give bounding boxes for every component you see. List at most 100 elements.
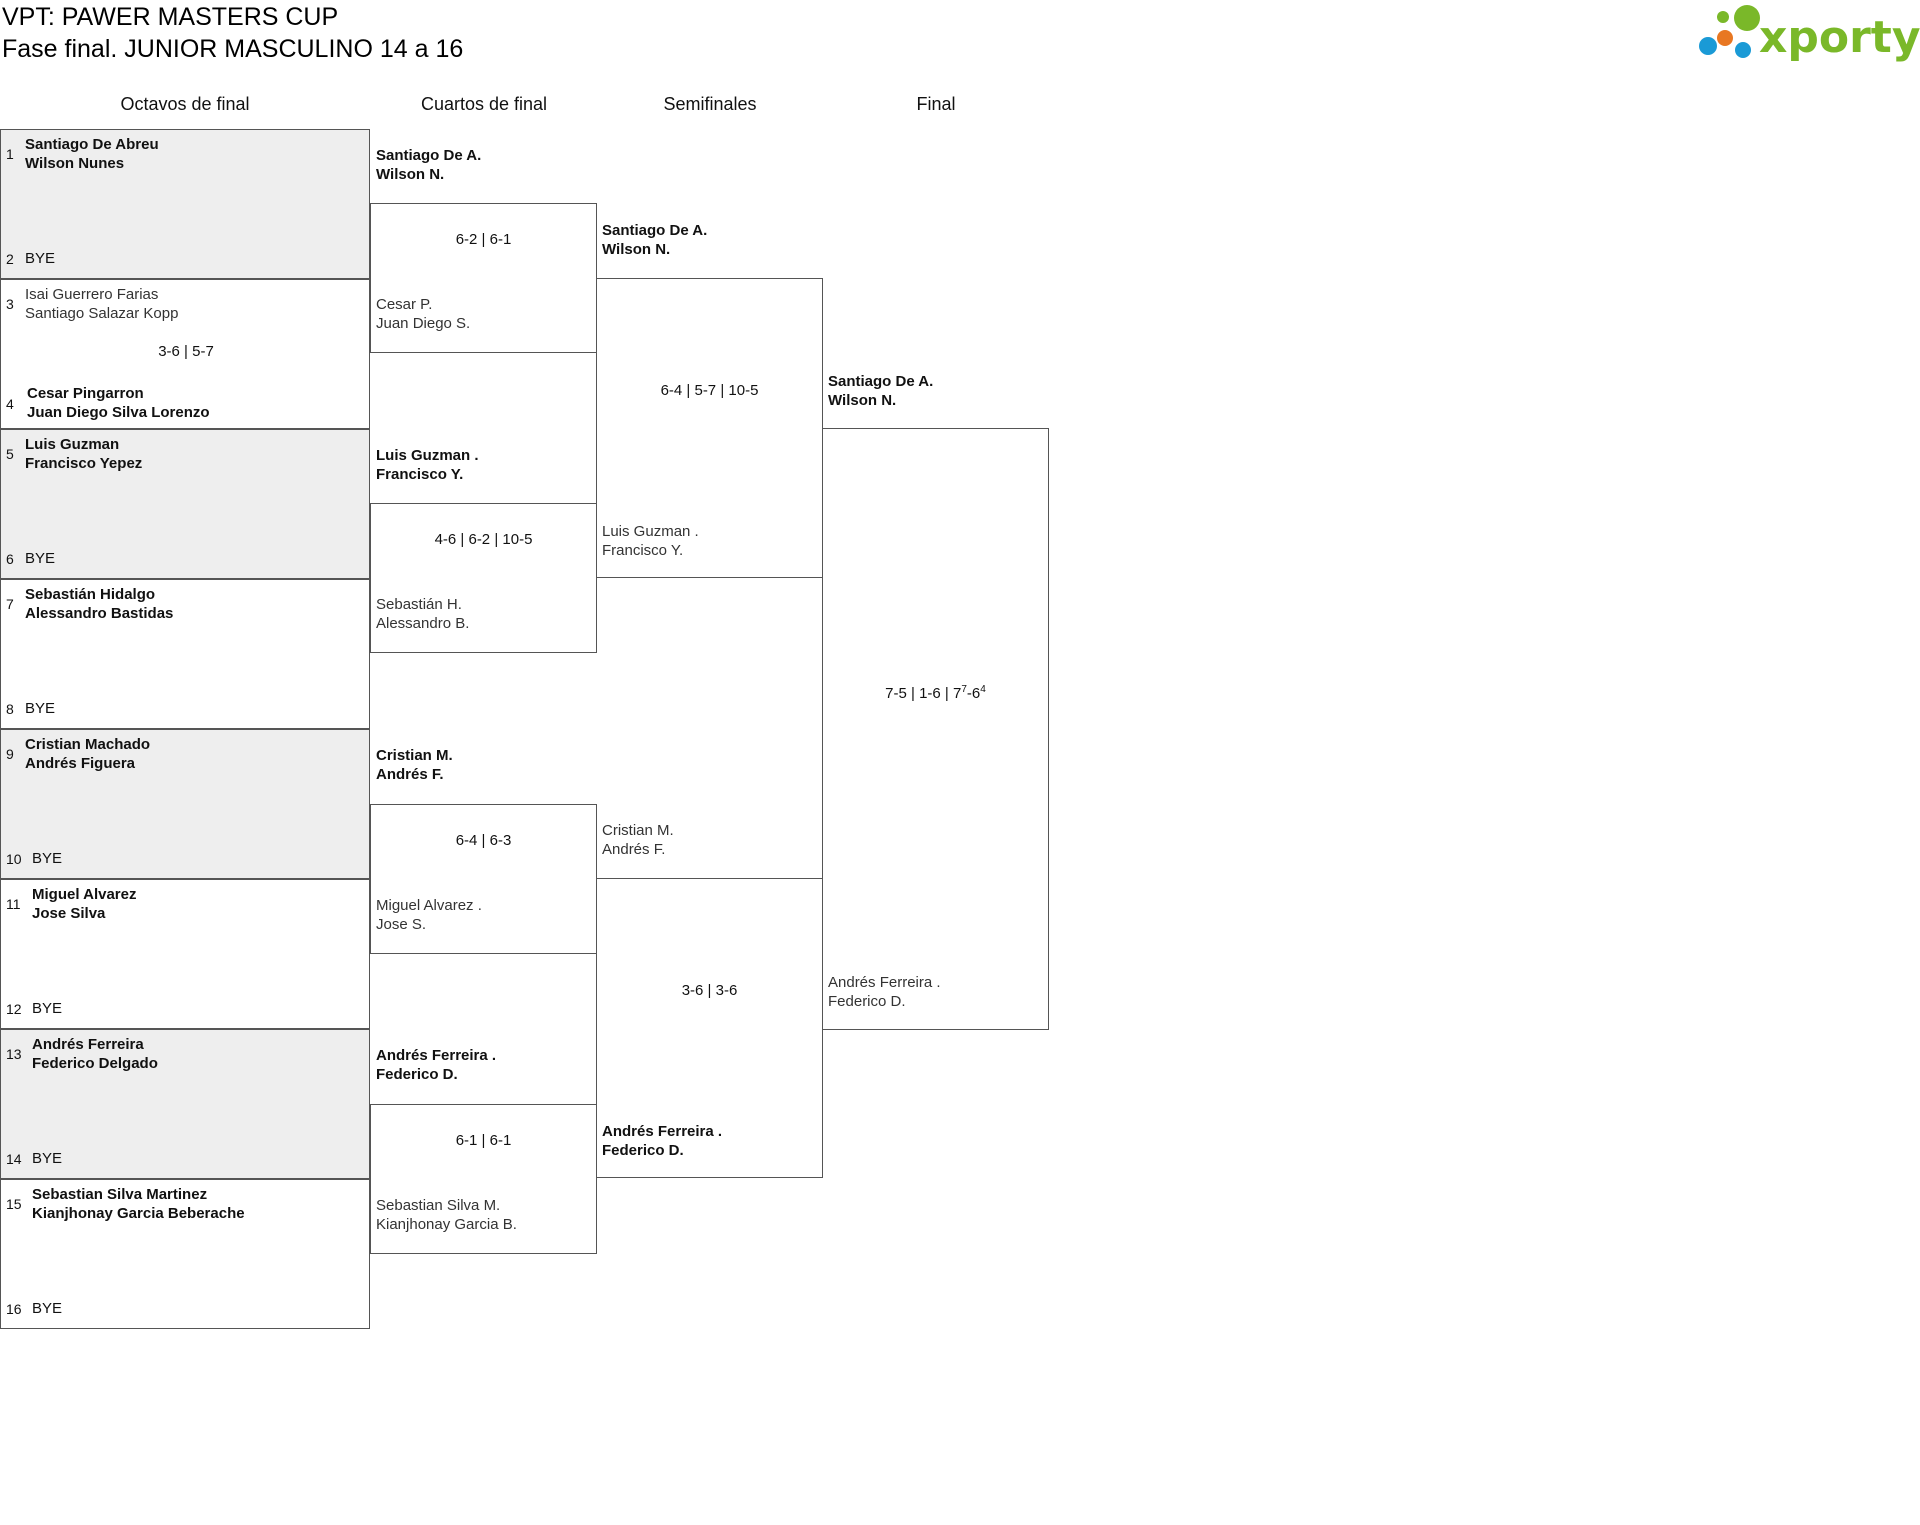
sf-top-player-1: Cristian M.: [602, 822, 674, 839]
svg-text:xporty: xporty: [1759, 12, 1920, 63]
team-top-player-1: Andrés Ferreira: [32, 1036, 144, 1053]
team-bottom-player-1: Cesar Pingarron: [27, 385, 144, 402]
seed-number: 4: [6, 396, 14, 412]
qf-winner-player-1: Andrés Ferreira .: [376, 1047, 497, 1064]
team-top-player-2: Andrés Figuera: [25, 755, 136, 772]
qf-loser-player-1: Miguel Alvarez .: [376, 897, 482, 914]
seed-number: 6: [6, 551, 14, 567]
seed-number: 7: [6, 596, 14, 612]
team-top-player-1: Cristian Machado: [25, 736, 151, 753]
qf-winner-player-1: Cristian M.: [376, 747, 453, 764]
bye-label: BYE: [25, 550, 56, 567]
bye-label: BYE: [25, 700, 56, 717]
bye-label: BYE: [32, 1150, 63, 1167]
bye-label: BYE: [32, 1000, 63, 1017]
team-top-player-1: Sebastián Hidalgo: [25, 586, 156, 603]
round-label-octavos: Octavos de final: [120, 94, 250, 114]
sf-score: 6-4 | 5-7 | 10-5: [660, 382, 759, 399]
page-title: VPT: PAWER MASTERS CUP: [2, 3, 339, 31]
match-final[interactable]: [822, 428, 1049, 1030]
seed-number: 9: [6, 746, 14, 762]
match-cuartos-2[interactable]: [370, 503, 597, 653]
sf-bottom-player-2: Federico D.: [602, 1142, 684, 1159]
qf-loser-player-1: Sebastian Silva M.: [376, 1197, 501, 1214]
qf-winner-player-2: Federico D.: [376, 1066, 458, 1083]
team-top-player-2: Federico Delgado: [32, 1055, 158, 1072]
team-top-player-2: Wilson Nunes: [25, 155, 125, 172]
seed-number: 15: [6, 1196, 22, 1212]
qf-score: 4-6 | 6-2 | 10-5: [434, 531, 533, 548]
round-label-cuartos: Cuartos de final: [420, 94, 548, 114]
match-score: 3-6 | 5-7: [158, 343, 214, 360]
sf-bottom-player-1: Luis Guzman .: [602, 523, 699, 540]
bye-label: BYE: [25, 250, 56, 267]
team-top-player-2: Jose Silva: [32, 905, 106, 922]
qf-winner-player-1: Luis Guzman .: [376, 447, 479, 464]
qf-loser-player-1: Sebastián H.: [376, 596, 462, 613]
team-bottom-player-2: Juan Diego Silva Lorenzo: [27, 404, 210, 421]
team-top-player-1: Miguel Alvarez: [32, 886, 137, 903]
page-subtitle: Fase final. JUNIOR MASCULINO 14 a 16: [2, 35, 464, 63]
team-top-player-1: Santiago De Abreu: [25, 136, 159, 153]
qf-loser-player-2: Juan Diego S.: [376, 315, 471, 332]
qf-loser-player-2: Kianjhonay Garcia B.: [376, 1216, 517, 1233]
bye-label: BYE: [32, 1300, 63, 1317]
seed-number: 3: [6, 296, 14, 312]
sf-top-player-2: Andrés F.: [602, 841, 666, 858]
team-top-player-1: Luis Guzman: [25, 436, 120, 453]
seed-number: 1: [6, 146, 14, 162]
seed-number: 2: [6, 251, 14, 267]
qf-winner-player-2: Andrés F.: [376, 766, 444, 783]
xporty-logo[interactable]: xporty: [1695, 0, 1920, 72]
qf-score: 6-1 | 6-1: [455, 1132, 512, 1149]
team-top-player-2: Kianjhonay Garcia Beberache: [32, 1205, 245, 1222]
qf-score: 6-4 | 6-3: [455, 832, 512, 849]
qf-loser-player-2: Alessandro B.: [376, 615, 470, 632]
final-score-main: 7-5 | 1-6 | 7: [885, 685, 962, 702]
final-top-player-1: Santiago De A.: [828, 373, 934, 390]
seed-number: 10: [6, 851, 22, 867]
qf-loser-player-2: Jose S.: [376, 916, 427, 933]
seed-number: 5: [6, 446, 14, 462]
round-label-final: Final: [916, 94, 956, 114]
final-bottom-player-2: Federico D.: [828, 993, 906, 1010]
final-score: 7-5 | 1-6 | 77-64: [822, 684, 1049, 702]
qf-score: 6-2 | 6-1: [455, 231, 512, 248]
qf-winner-player-2: Wilson N.: [376, 166, 445, 183]
team-top-player-2: Francisco Yepez: [25, 455, 143, 472]
seed-number: 12: [6, 1001, 22, 1017]
team-top-player-1: Sebastian Silva Martinez: [32, 1186, 208, 1203]
seed-number: 11: [6, 896, 21, 912]
final-tiebreak-1: 7: [961, 684, 967, 695]
qf-loser-player-1: Cesar P.: [376, 296, 433, 313]
team-top-player-2: Alessandro Bastidas: [25, 605, 174, 622]
seed-number: 13: [6, 1046, 22, 1062]
team-top-player-2: Santiago Salazar Kopp: [25, 305, 179, 322]
match-cuartos-4[interactable]: [370, 1104, 597, 1254]
qf-winner-player-1: Santiago De A.: [376, 147, 482, 164]
final-bottom-player-1: Andrés Ferreira .: [828, 974, 941, 991]
sf-top-player-1: Santiago De A.: [602, 222, 708, 239]
final-score-dash: -6: [966, 685, 981, 702]
sf-top-player-2: Wilson N.: [602, 241, 671, 258]
seed-number: 14: [6, 1151, 22, 1167]
team-top-player-1: Isai Guerrero Farias: [25, 286, 159, 303]
seed-number: 16: [6, 1301, 22, 1317]
sf-bottom-player-2: Francisco Y.: [602, 542, 684, 559]
final-top-player-2: Wilson N.: [828, 392, 897, 409]
bye-label: BYE: [32, 850, 63, 867]
sf-score: 3-6 | 3-6: [681, 982, 738, 999]
final-tiebreak-2: 4: [980, 684, 986, 695]
sf-bottom-player-1: Andrés Ferreira .: [602, 1123, 723, 1140]
qf-winner-player-2: Francisco Y.: [376, 466, 464, 483]
round-label-semifinales: Semifinales: [663, 94, 757, 114]
seed-number: 8: [6, 701, 14, 717]
